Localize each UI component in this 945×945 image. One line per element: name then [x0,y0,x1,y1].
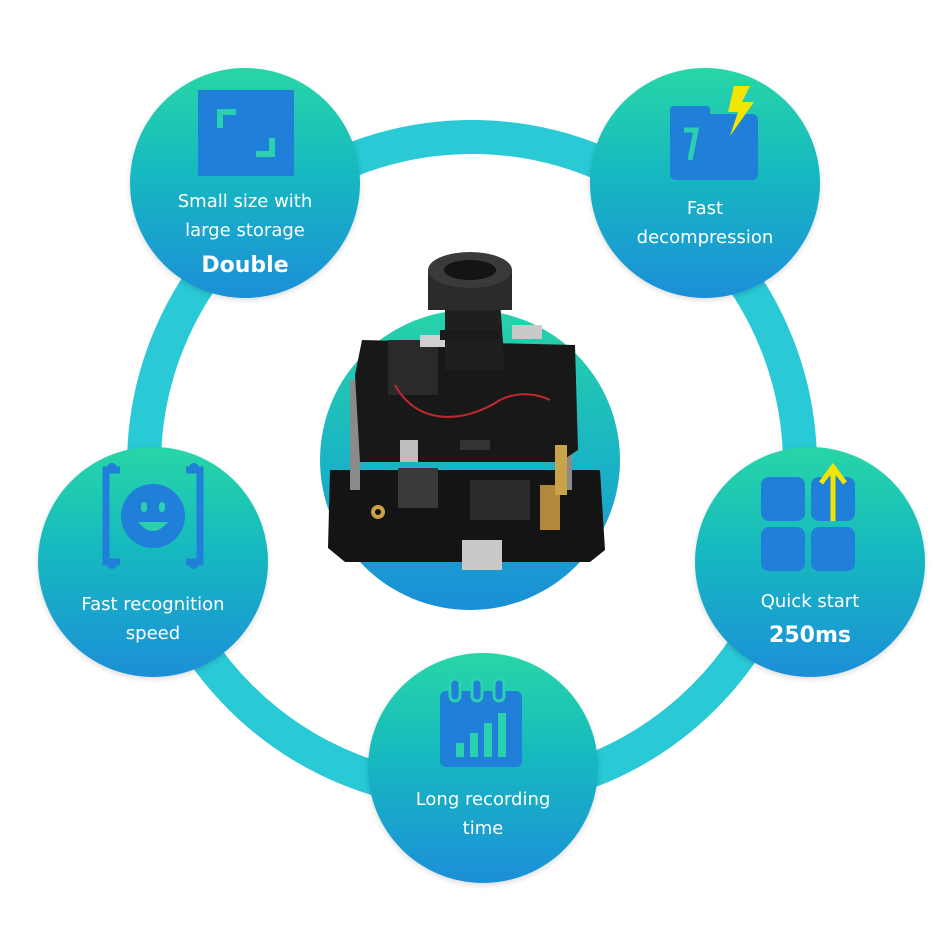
folder-lightning-icon [670,86,758,180]
feature-storage-line2: large storage [185,220,305,241]
feature-recognition-line1: Fast recognition [81,594,225,615]
resize-icon [198,90,294,176]
feature-quickstart-line1: Quick start [760,591,860,612]
feature-quickstart-highlight: 250ms [769,623,851,648]
feature-decompression-line2: decompression [636,227,774,248]
feature-decompression-line1: Fast [686,198,724,219]
feature-recording-line1: Long recording [415,789,551,810]
feature-node-recording: Long recording time [368,653,598,883]
feature-node-quickstart: Quick start 250ms [695,447,925,677]
feature-storage-line1: Small size with [177,191,313,212]
app-grid-arrow-icon [761,462,855,571]
feature-node-decompression: Fast decompression [590,68,820,298]
feature-storage-highlight: Double [201,253,289,278]
face-scan-icon [102,463,204,569]
calendar-chart-icon [440,677,522,767]
feature-recording-line2: time [462,818,504,839]
feature-node-recognition: Fast recognition speed [38,447,268,677]
feature-node-storage: Small size with large storage Double [130,68,360,298]
feature-recognition-line2: speed [125,623,181,644]
